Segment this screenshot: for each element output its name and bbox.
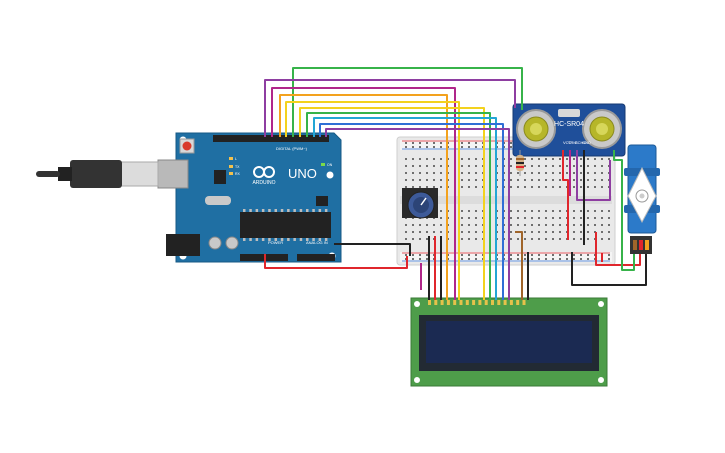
wire-black-gnd: [334, 243, 411, 256]
wire-red-5v: [264, 254, 408, 269]
reset-button[interactable]: [182, 141, 192, 151]
wire-black-servo: [571, 252, 647, 286]
wire-blue: [319, 123, 504, 300]
arduino-logo-icon: [253, 166, 275, 178]
arduino-uno-board: ARDUINO UNO DIGITAL (PWM~) POWER ANALOG …: [157, 132, 342, 263]
breadboard: [396, 136, 616, 266]
wire-purple-2: [325, 128, 510, 300]
ultrasonic-sensor: HC-SR04 VCC TRIG ECHO GND: [512, 103, 626, 157]
usb-cable-icon: [36, 160, 159, 188]
arduino-brand-label: ARDUINO: [252, 180, 275, 186]
led-on-label: ON: [327, 163, 333, 167]
sensor-pin-vcc: VCC: [563, 140, 572, 145]
lcd-pin-header: [428, 300, 526, 305]
wire-red-sensor: [562, 150, 569, 240]
sensor-pin-gnd: GND: [582, 140, 591, 145]
sensor-pin-echo: ECHO: [575, 140, 587, 145]
wire-cyan: [313, 117, 497, 300]
sensor-pin-trig: TRIG: [568, 140, 578, 145]
wire-purple-echo: [264, 79, 516, 137]
resistor-icon: [516, 150, 524, 176]
analog-header-label: ANALOG IN: [306, 240, 328, 245]
wire-yellow-2: [299, 107, 485, 300]
lcd-module: [410, 297, 608, 387]
microcontroller-pins: [243, 209, 328, 241]
wire-brown-backlight: [515, 231, 523, 300]
power-header-label: POWER: [268, 240, 283, 245]
wire-orange: [279, 94, 448, 300]
wiring: [264, 67, 647, 300]
potentiometer-icon: [402, 188, 438, 219]
led-rx-label: RX: [235, 172, 241, 176]
wire-yellow: [285, 101, 460, 300]
sensor-label: HC-SR04: [554, 121, 584, 128]
digital-header-label: DIGITAL (PWM~): [276, 146, 308, 151]
wire-red-servo: [595, 232, 641, 266]
led-tx-label: TX: [235, 165, 240, 169]
wire-magenta: [271, 87, 456, 300]
wire-green-servo: [613, 150, 635, 271]
servo-motor: [624, 144, 660, 254]
led-l-label: L: [235, 157, 237, 161]
wire-green-2: [306, 112, 491, 300]
wire-purple-sensor: [576, 150, 611, 201]
arduino-model-label: UNO: [288, 166, 317, 181]
